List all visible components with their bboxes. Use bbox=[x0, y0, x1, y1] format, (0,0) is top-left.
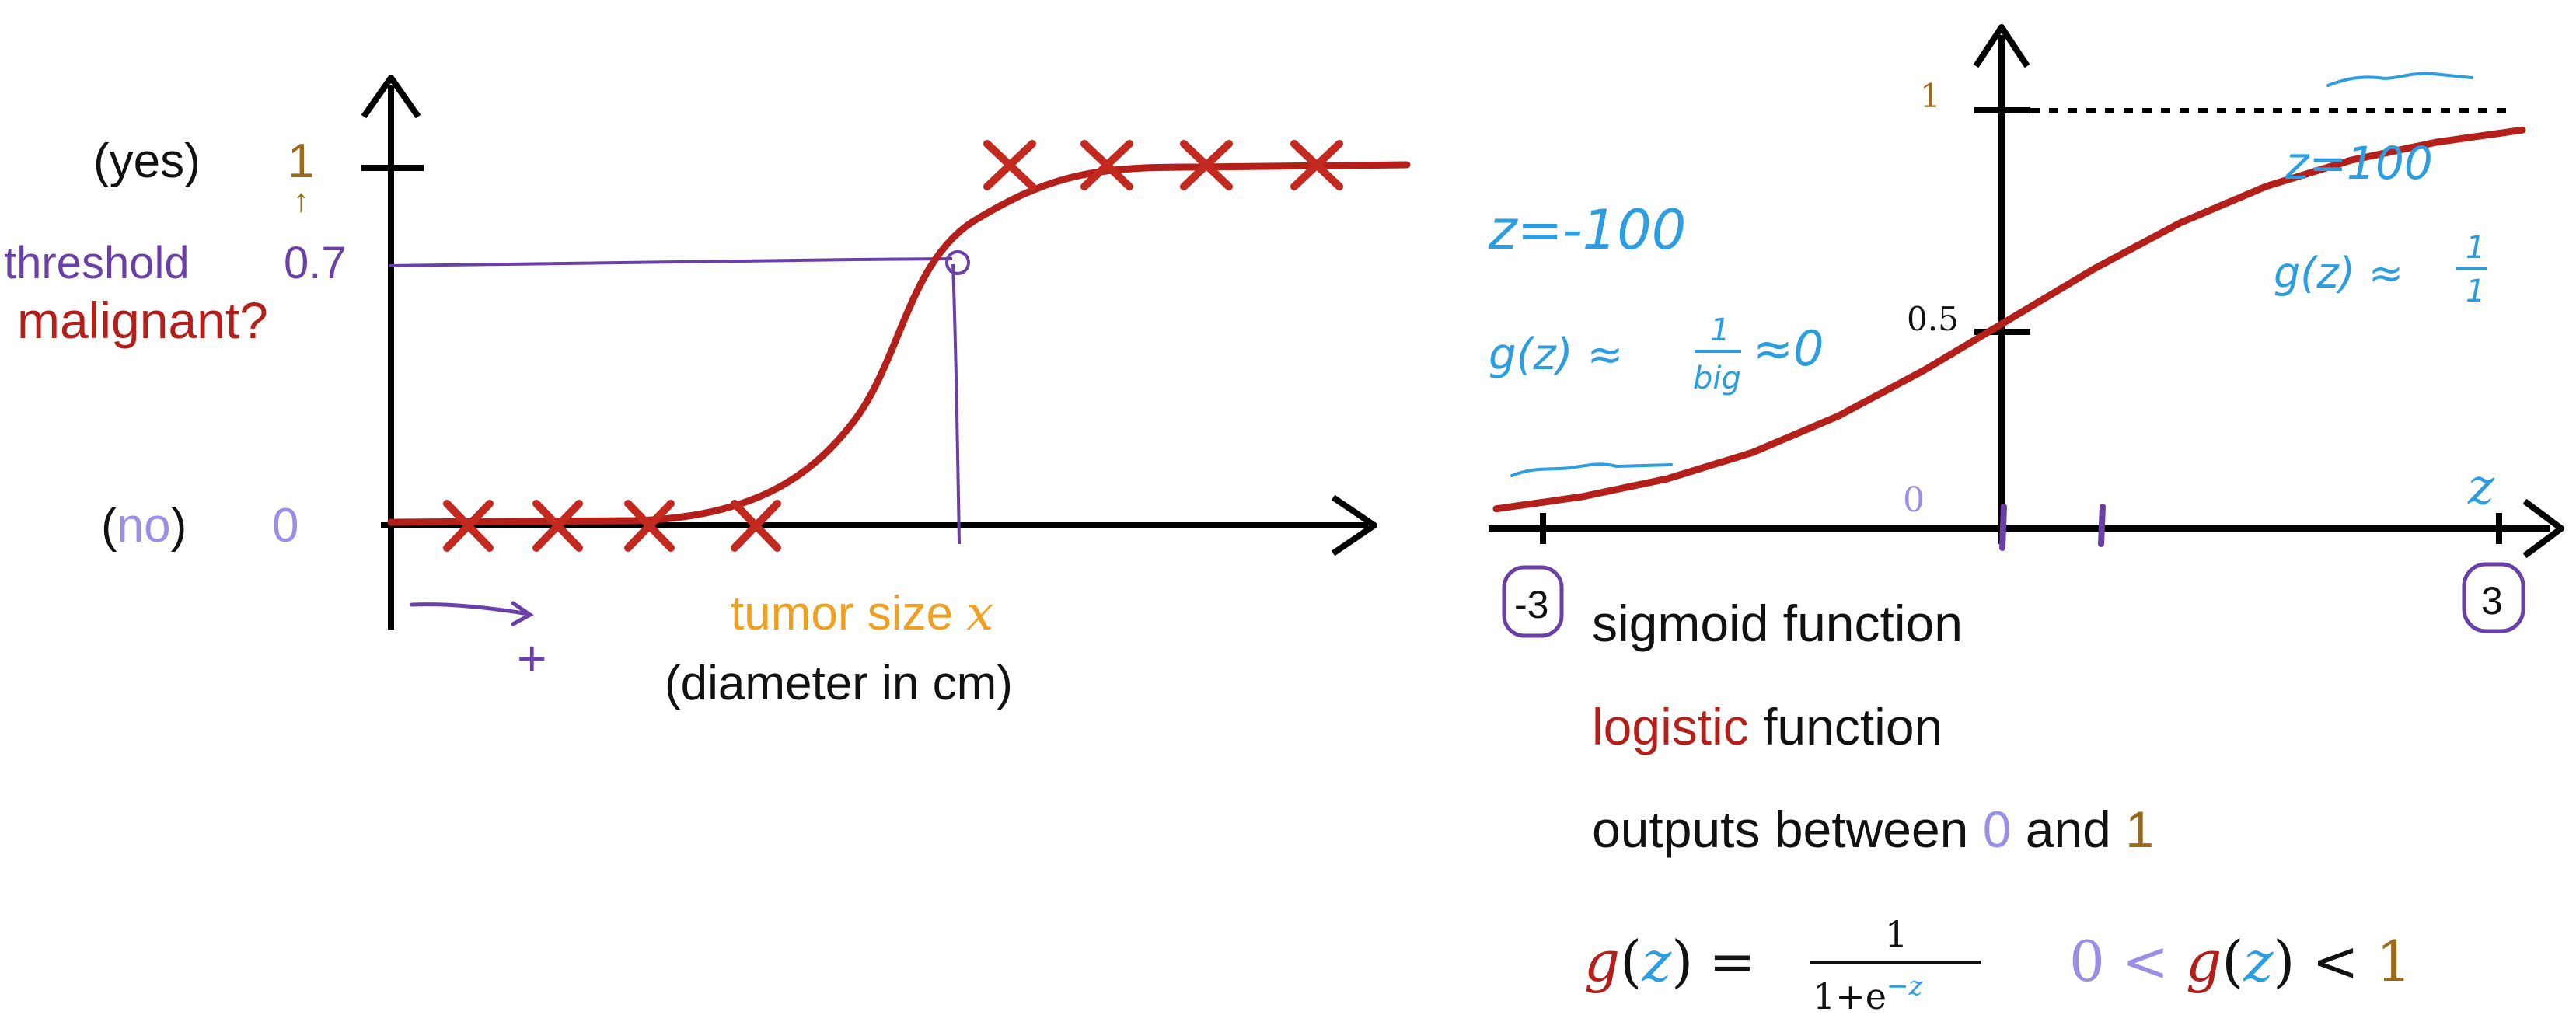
left-x-axis-arrowhead bbox=[1331, 494, 1377, 556]
cross-marker bbox=[1080, 140, 1133, 190]
cross-marker bbox=[983, 140, 1036, 190]
formula-lhs: g(z)= bbox=[1584, 929, 1756, 994]
no-label: (no) bbox=[101, 499, 187, 553]
note-left-g: g(z) ≈ bbox=[1489, 330, 1623, 380]
plus-note: + bbox=[517, 630, 547, 687]
threshold-point-circle bbox=[945, 250, 970, 275]
inequality: 0<g(z)<1 bbox=[2069, 929, 2412, 994]
cross-marker bbox=[731, 500, 781, 552]
threshold-horizontal-line bbox=[388, 257, 953, 267]
left-y-axis-arrowhead bbox=[361, 75, 421, 119]
logistic-word: logistic bbox=[1592, 698, 1749, 755]
neg-three-circle bbox=[1502, 565, 1564, 638]
malignant-cross-markers bbox=[983, 140, 1343, 190]
formula-numerator: 1 bbox=[1885, 913, 1908, 955]
outputs-one: 1 bbox=[2125, 800, 2154, 858]
cross-marker bbox=[1290, 140, 1343, 190]
right-sigmoid-curve bbox=[1492, 126, 2526, 513]
no-word: no bbox=[117, 499, 171, 553]
x-axis-sublabel: (diameter in cm) bbox=[665, 657, 1013, 710]
x-tick-pos-label: 3 bbox=[2481, 579, 2503, 623]
malignant-label: malignant? bbox=[17, 291, 268, 349]
threshold-label: threshold bbox=[4, 238, 190, 288]
x-axis-variable-z: z bbox=[2467, 459, 2495, 516]
left-tail-squiggle bbox=[1510, 462, 1673, 477]
x-axis-label: tumor size x bbox=[731, 584, 993, 641]
outputs-zero: 0 bbox=[1983, 800, 2012, 858]
right-y-axis-arrowhead bbox=[1973, 24, 2030, 68]
no-value: 0 bbox=[272, 499, 298, 553]
yes-label: (yes) bbox=[93, 134, 201, 188]
note-right-denominator: 1 bbox=[2466, 274, 2485, 309]
x-origin-label: 0 bbox=[1903, 480, 1925, 520]
left-sigmoid-curve bbox=[387, 161, 1411, 526]
pos-three-circle bbox=[2462, 562, 2525, 633]
formula-denominator: 1+e−z bbox=[1813, 971, 1924, 1015]
note-left-denominator: big bbox=[1693, 361, 1741, 396]
cross-marker bbox=[443, 500, 494, 552]
x-tick-neg-label: -3 bbox=[1514, 583, 1548, 626]
right-x-axis-arrowhead bbox=[2522, 498, 2564, 559]
threshold-vertical-line bbox=[951, 263, 961, 545]
threshold-value: 0.7 bbox=[284, 238, 347, 288]
note-left-z: z=-100 bbox=[1488, 198, 1686, 262]
caption-outputs: outputs between 0 and 1 bbox=[1592, 800, 2154, 858]
increase-arrow bbox=[410, 602, 531, 616]
note-left-tail: ≈0 bbox=[1753, 320, 1824, 377]
purple-tick-one bbox=[2098, 504, 2106, 547]
purple-tick-zero bbox=[1999, 504, 2007, 551]
right-plot: 1 0.5 0 z -3 3 z=-100 g(z) ≈ 1 big ≈0 z=… bbox=[1488, 24, 2564, 638]
caption-logistic: logistic function bbox=[1592, 698, 1942, 755]
cross-marker bbox=[532, 500, 583, 552]
y-tick-one-label: 1 bbox=[1920, 77, 1941, 115]
yes-value: 1 bbox=[288, 134, 314, 188]
captions: sigmoid function logistic function outpu… bbox=[1584, 595, 2412, 1015]
cross-marker bbox=[1180, 140, 1233, 190]
benign-cross-markers bbox=[443, 500, 781, 552]
caption-sigmoid: sigmoid function bbox=[1592, 595, 1963, 652]
formula-exponent: −z bbox=[1887, 971, 1923, 1002]
note-left-numerator: 1 bbox=[1710, 312, 1730, 348]
y-tick-half-label: 0.5 bbox=[1907, 300, 1959, 338]
up-arrow-note: ↑ bbox=[293, 182, 309, 218]
increase-arrowhead bbox=[511, 601, 534, 626]
x-axis-variable: x bbox=[966, 584, 993, 641]
left-plot: (yes) 1 ↑ threshold 0.7 malignant? (no) … bbox=[4, 75, 1411, 710]
note-right-g: g(z) ≈ bbox=[2274, 249, 2403, 298]
note-right-z: z=100 bbox=[2285, 137, 2433, 190]
cross-marker bbox=[624, 500, 675, 552]
note-right-numerator: 1 bbox=[2466, 230, 2485, 266]
right-tail-squiggle bbox=[2326, 72, 2473, 87]
